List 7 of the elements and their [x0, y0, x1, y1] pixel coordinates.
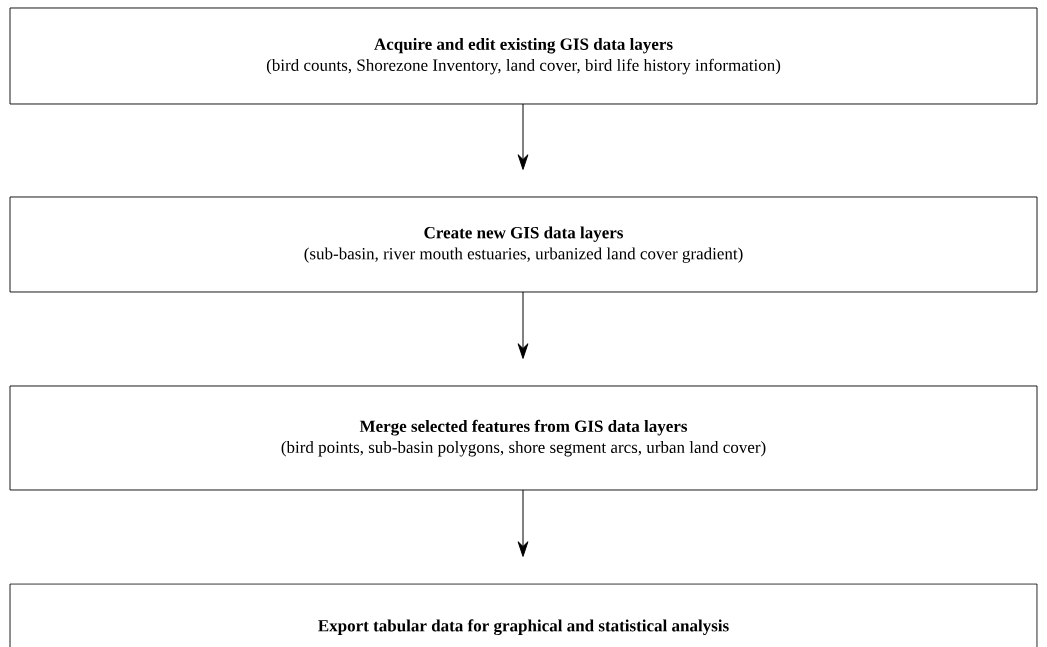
- process-box: Acquire and edit existing GIS data layers (bird counts, Shorezone Inventory, land cover, bird life history information): [9, 7, 1038, 105]
- process-box: Export tabular data for graphical and statistical analysis: [9, 583, 1038, 647]
- arrow: [517, 291, 529, 359]
- arrow: [517, 103, 529, 170]
- arrow: [517, 489, 529, 557]
- process-box: Create new GIS data layers (sub-basin, river mouth estuaries, urbanized land cover gradient): [9, 196, 1038, 293]
- process-box: Merge selected features from GIS data layers (bird points, sub-basin polygons, shore segment arcs, urban land cover): [9, 385, 1038, 491]
